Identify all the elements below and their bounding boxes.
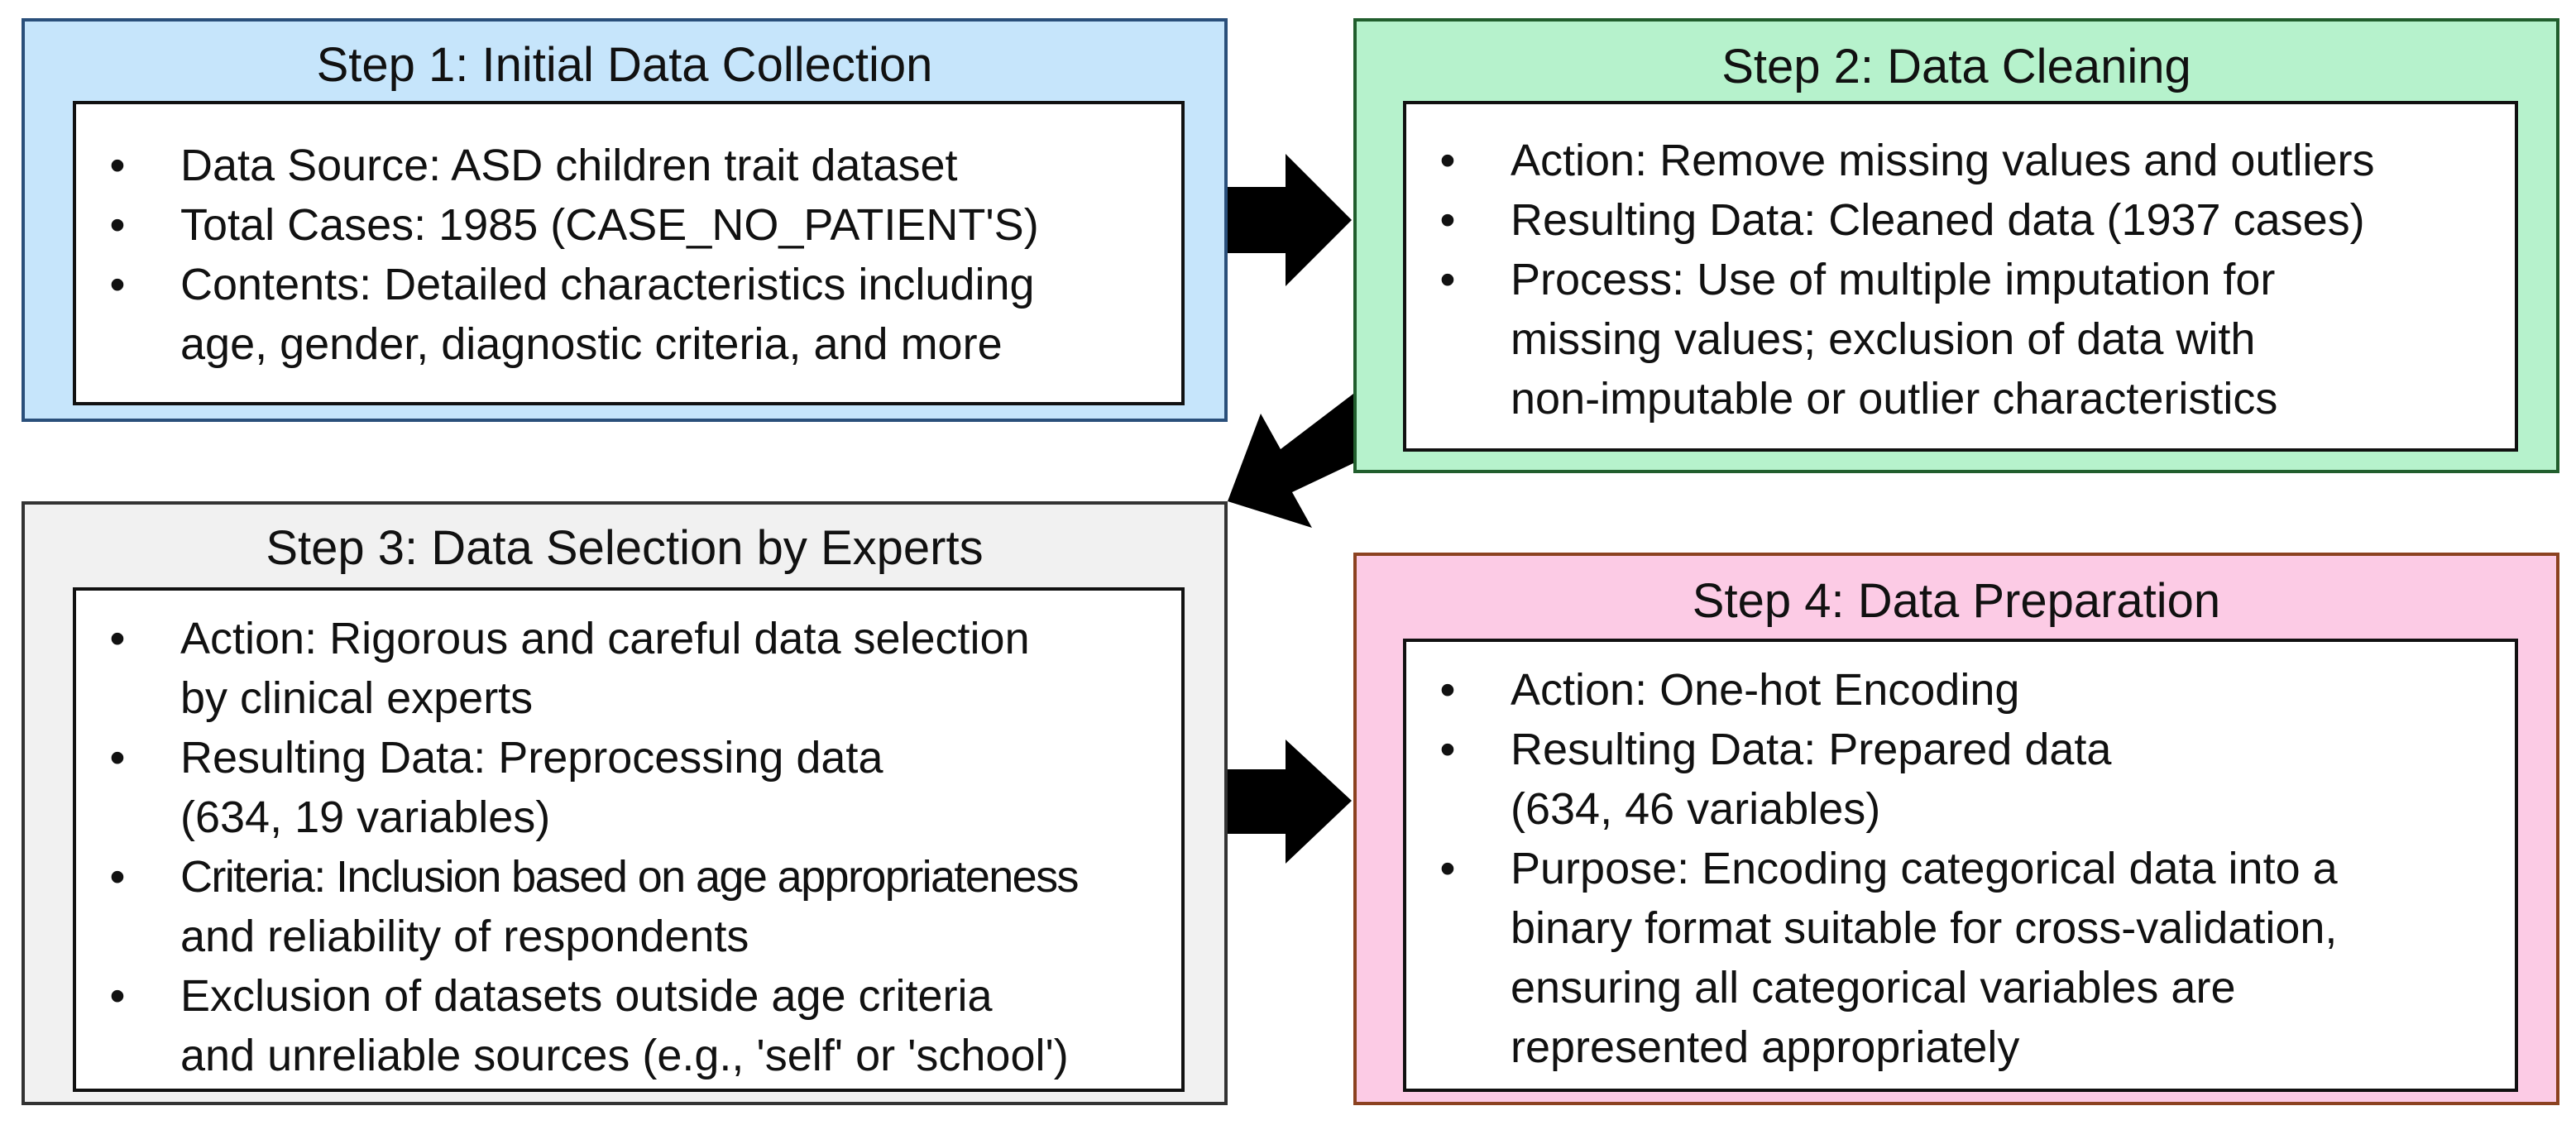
step-3-content: •Action: Rigorous and careful data selec… bbox=[73, 587, 1185, 1092]
step-3-list: •Action: Rigorous and careful data selec… bbox=[76, 609, 1181, 1085]
step-3-box: Step 3: Data Selection by Experts •Actio… bbox=[22, 501, 1228, 1105]
list-item: •Exclusion of datasets outside age crite… bbox=[76, 966, 1181, 1085]
bullet-icon: • bbox=[109, 260, 126, 309]
bullet-icon: • bbox=[109, 852, 126, 902]
list-item: •Action: Rigorous and careful data selec… bbox=[76, 609, 1181, 728]
list-item: •Resulting Data: Preprocessing data(634,… bbox=[76, 728, 1181, 847]
list-item: •Process: Use of multiple imputation for… bbox=[1406, 250, 2515, 428]
list-item: •Data Source: ASD children trait dataset bbox=[76, 136, 1181, 195]
bullet-icon: • bbox=[1439, 665, 1456, 715]
bullet-icon: • bbox=[109, 141, 126, 190]
list-item: •Total Cases: 1985 (CASE_NO_PATIENT'S) bbox=[76, 195, 1181, 255]
step-4-box: Step 4: Data Preparation •Action: One-ho… bbox=[1353, 553, 2559, 1105]
bullet-icon: • bbox=[1439, 725, 1456, 774]
list-item: •Criteria: Inclusion based on age approp… bbox=[76, 847, 1181, 966]
step-2-title: Step 2: Data Cleaning bbox=[1721, 40, 2191, 93]
step-3-title: Step 3: Data Selection by Experts bbox=[266, 521, 984, 575]
step-4-content: •Action: One-hot Encoding •Resulting Dat… bbox=[1403, 639, 2518, 1092]
bullet-icon: • bbox=[1439, 136, 1456, 185]
bullet-icon: • bbox=[109, 614, 126, 663]
step-1-list: •Data Source: ASD children trait dataset… bbox=[76, 136, 1181, 374]
bullet-icon: • bbox=[109, 733, 126, 783]
list-item: •Action: One-hot Encoding bbox=[1406, 660, 2515, 720]
arrow-step1-to-step2-icon bbox=[1228, 154, 1352, 286]
bullet-icon: • bbox=[1439, 255, 1456, 304]
bullet-icon: • bbox=[109, 971, 126, 1021]
list-item: •Purpose: Encoding categorical data into… bbox=[1406, 839, 2515, 1077]
arrow-step3-to-step4-icon bbox=[1228, 740, 1352, 864]
bullet-icon: • bbox=[109, 200, 126, 250]
step-1-title: Step 1: Initial Data Collection bbox=[316, 38, 933, 92]
arrow-step2-to-step3-icon bbox=[1228, 394, 1353, 528]
list-item: •Resulting Data: Prepared data(634, 46 v… bbox=[1406, 720, 2515, 839]
list-item: •Resulting Data: Cleaned data (1937 case… bbox=[1406, 190, 2515, 250]
step-4-list: •Action: One-hot Encoding •Resulting Dat… bbox=[1406, 660, 2515, 1077]
step-2-list: •Action: Remove missing values and outli… bbox=[1406, 131, 2515, 428]
step-4-title: Step 4: Data Preparation bbox=[1692, 574, 2221, 628]
step-1-box: Step 1: Initial Data Collection •Data So… bbox=[22, 18, 1228, 422]
step-1-content: •Data Source: ASD children trait dataset… bbox=[73, 101, 1185, 405]
list-item: •Contents: Detailed characteristics incl… bbox=[76, 255, 1181, 374]
list-item: •Action: Remove missing values and outli… bbox=[1406, 131, 2515, 190]
bullet-icon: • bbox=[1439, 195, 1456, 245]
bullet-icon: • bbox=[1439, 844, 1456, 893]
step-2-box: Step 2: Data Cleaning •Action: Remove mi… bbox=[1353, 18, 2559, 473]
step-2-content: •Action: Remove missing values and outli… bbox=[1403, 101, 2518, 452]
